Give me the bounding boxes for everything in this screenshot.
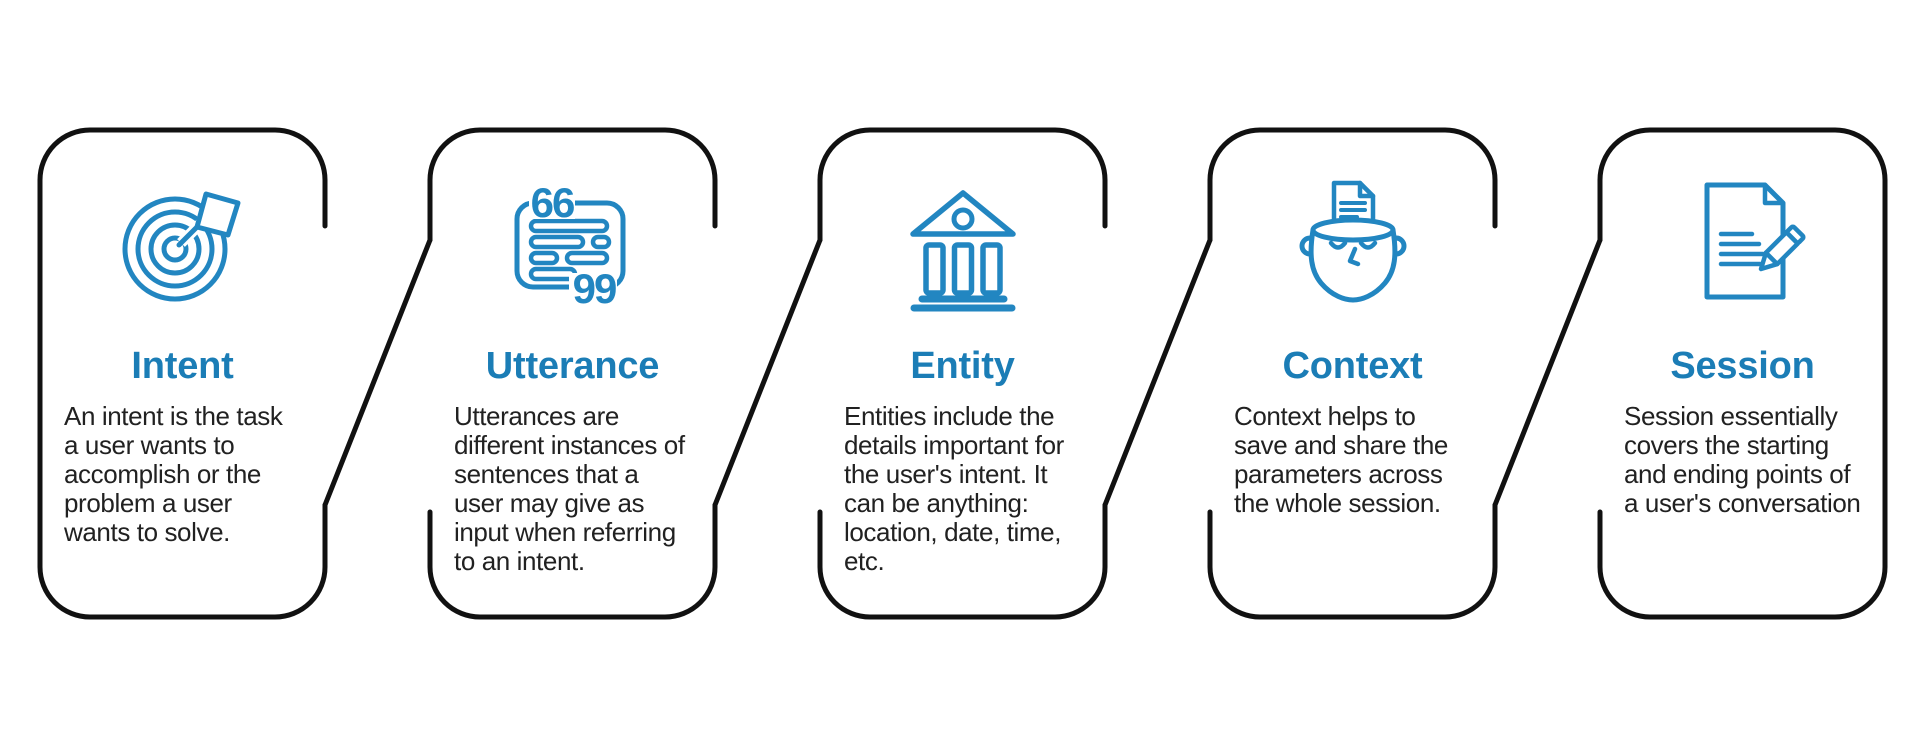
- card-description-entity: Entities include the details important f…: [844, 401, 1064, 576]
- bank-medallion: [951, 207, 974, 231]
- bank-building-icon: [820, 176, 1105, 312]
- target-rings: [122, 196, 227, 302]
- card-context: Context Context helps to save and share …: [1210, 130, 1495, 617]
- closed-eyes: [1328, 240, 1377, 250]
- diagonal-divider-2: [712, 237, 823, 508]
- quote-open-glyph: 66: [530, 179, 573, 226]
- card-utterance: 66 99 Utterance Utterances are different…: [430, 130, 715, 617]
- card-title-intent: Intent: [131, 345, 234, 387]
- card-title-utterance: Utterance: [485, 345, 660, 387]
- document-fold: [1762, 182, 1785, 206]
- card-entity: Entity Entities include the details impo…: [820, 130, 1105, 617]
- card-outline-intent: [37, 127, 328, 620]
- document-pencil-icon: [1600, 176, 1885, 310]
- arrow-flag: [194, 191, 240, 238]
- card-session: Session Session essentially covers the s…: [1600, 130, 1885, 617]
- message-text-lines: [528, 218, 611, 282]
- bank-columns: [922, 242, 1003, 296]
- document-text-lines: [1718, 231, 1765, 267]
- card-title-context: Context: [1282, 345, 1423, 387]
- card-title-entity: Entity: [910, 345, 1015, 387]
- quote-close-backing: [568, 273, 617, 305]
- card-description-context: Context helps to save and share the para…: [1234, 401, 1448, 518]
- card-outline-session: [1597, 127, 1888, 620]
- card-description-session: Session essentially covers the starting …: [1624, 401, 1861, 518]
- head-outline: [1308, 227, 1397, 303]
- card-description-intent: An intent is the task a user wants to ac…: [64, 401, 283, 547]
- card-description-utterance: Utterances are different instances of se…: [454, 401, 685, 576]
- memory-document: [1331, 180, 1375, 228]
- target-arrow-icon: [40, 176, 325, 310]
- nose: [1347, 246, 1360, 267]
- card-intent: Intent An intent is the task a user want…: [40, 130, 325, 617]
- head-open-rim: [1310, 217, 1395, 243]
- diagonal-divider-1: [322, 237, 433, 508]
- quote-close-glyph: 99: [572, 265, 615, 312]
- bank-pediment: [909, 190, 1016, 237]
- card-title-session: Session: [1670, 345, 1815, 387]
- quoted-message-icon: 66 99: [430, 176, 715, 312]
- quote-open-backing: [528, 185, 575, 219]
- card-outline-entity: [817, 127, 1108, 620]
- card-outline-context: [1207, 127, 1498, 620]
- diagonal-divider-4: [1492, 237, 1603, 508]
- pencil: [1758, 224, 1806, 272]
- card-outline-utterance: [427, 127, 718, 620]
- bank-base: [910, 295, 1015, 312]
- head-document-icon: [1210, 176, 1495, 310]
- diagonal-divider-3: [1102, 237, 1213, 508]
